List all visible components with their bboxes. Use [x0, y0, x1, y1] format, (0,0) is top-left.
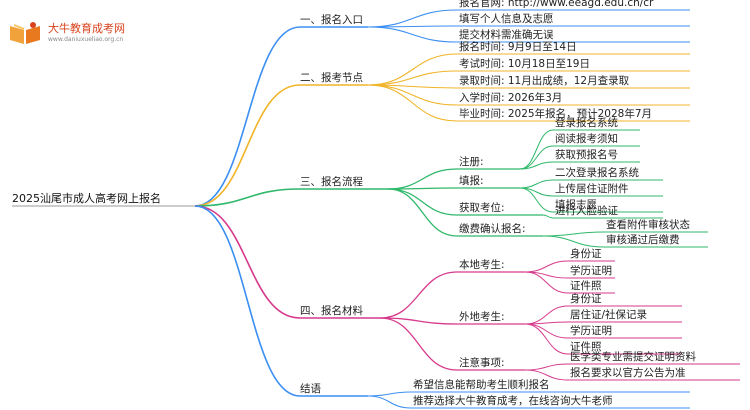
connector-line	[519, 187, 554, 213]
connector-line	[387, 188, 458, 237]
brand-name: 大牛教育成考网	[48, 22, 125, 35]
leaf-item: 二次登录报名系统	[555, 167, 639, 179]
connector-line	[387, 188, 458, 216]
connector-line	[367, 53, 458, 86]
leaf-item: 进行人脸验证	[555, 205, 618, 217]
connector-line	[519, 129, 554, 170]
leaf-item: 推荐选择大牛教育成考，在线咨询大牛老师	[413, 395, 613, 407]
leaf-item: 填报志愿	[555, 199, 597, 211]
leaf-item: 证件照	[570, 280, 602, 292]
group-label: 获取考位:	[459, 202, 505, 214]
connector-line	[367, 395, 412, 409]
leaf-item: 入学时间: 2026年3月	[459, 92, 563, 104]
leaf-item: 上传居住证附件	[555, 183, 629, 195]
leaf-item: 阅读报考须知	[555, 133, 618, 145]
connector-line	[524, 363, 569, 371]
branch-1: 一、报名入口	[300, 14, 363, 26]
connector-line	[194, 205, 301, 397]
group-label: 本地考生:	[459, 259, 505, 271]
leaf-item: 身份证	[570, 248, 602, 260]
connector-line	[379, 271, 458, 319]
connector-line	[542, 231, 605, 237]
connector-line	[524, 260, 569, 273]
connector-line	[542, 235, 605, 248]
leaf-item: 证件照	[570, 341, 602, 353]
group-label: 缴费确认报名:	[459, 223, 526, 235]
connector-line	[194, 188, 301, 207]
leaf-item: 填写个人信息及志愿	[459, 13, 554, 25]
connector-line	[367, 84, 458, 122]
leaf-item: 身份证	[570, 293, 602, 305]
leaf-item: 希望信息能帮助考生顺利报名	[413, 379, 550, 391]
group-label: 填报:	[459, 175, 484, 187]
connector-line	[387, 168, 458, 190]
leaf-item: 获取预报名号	[555, 149, 618, 161]
leaf-item: 提交材料需准确无误	[459, 29, 554, 41]
book-logo-icon	[10, 22, 40, 44]
leaf-item: 考试时间: 10月18日至19日	[459, 58, 590, 70]
leaf-item: 学历证明	[570, 325, 612, 337]
connector-line	[379, 317, 458, 371]
leaf-item: 报名官网: http://www.eeagd.edu.cn/cr	[459, 0, 654, 9]
leaf-item: 登录报名系统	[555, 117, 618, 129]
connector-line	[367, 70, 458, 86]
leaf-item: 录取时间: 11月出成绩，12月查录取	[459, 75, 630, 87]
connector-line	[524, 369, 569, 381]
group-label: 注册:	[459, 156, 484, 168]
branch-4: 四、报名材料	[300, 305, 363, 317]
connector-line	[194, 26, 301, 207]
connector-line	[194, 205, 301, 319]
branch-5: 结语	[300, 383, 321, 395]
connector-line	[524, 271, 569, 294]
leaf-item: 毕业时间: 2025年报名，预计2028年7月	[459, 108, 652, 120]
connector-line	[194, 84, 301, 207]
connector-line	[367, 9, 458, 28]
connector-line	[524, 323, 569, 355]
connector-line	[524, 323, 569, 339]
leaf-item: 医学类专业需提交证明资料	[570, 351, 696, 363]
connector-line	[524, 305, 569, 325]
leaf-item: 查看附件审核状态	[606, 219, 690, 231]
connector-line	[519, 179, 554, 189]
group-label: 注意事项:	[459, 357, 505, 369]
connector-line	[379, 317, 458, 325]
branch-2: 二、报考节点	[300, 72, 363, 84]
connector-line	[542, 214, 554, 219]
connector-line	[367, 26, 458, 43]
leaf-item: 居住证/社保记录	[570, 309, 648, 321]
leaf-item: 学历证明	[570, 265, 612, 277]
leaf-item: 报名时间: 9月9日至14日	[459, 41, 577, 53]
leaf-item: 审核通过后缴费	[606, 234, 680, 246]
brand-site: www.daniuxueliao.org.cn	[48, 36, 124, 43]
connector-line	[519, 161, 554, 170]
leaf-item: 报名要求以官方公告为准	[570, 367, 686, 379]
branch-3: 三、报名流程	[300, 176, 363, 188]
root-topic: 2025汕尾市成人高考网上报名	[12, 192, 161, 205]
group-label: 外地考生:	[459, 311, 505, 323]
connector-line	[367, 391, 412, 397]
